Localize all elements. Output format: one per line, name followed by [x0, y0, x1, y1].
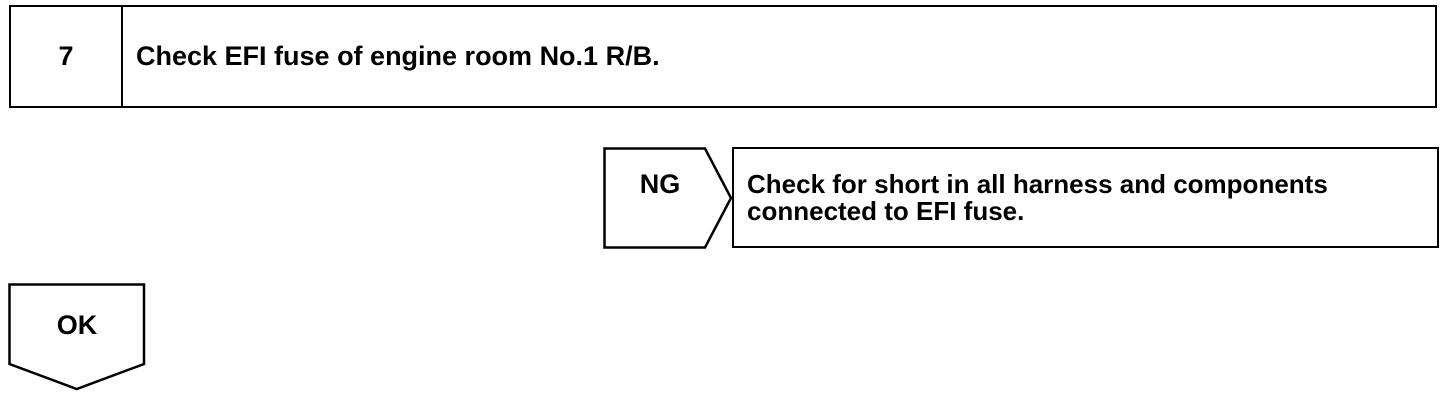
ng-label: NG [639, 168, 681, 199]
ng-result-box: Check for short in all harness and compo… [732, 147, 1439, 248]
step-number: 7 [11, 7, 123, 106]
step-box: 7 Check EFI fuse of engine room No.1 R/B… [9, 5, 1437, 108]
ng-arrow-shape [603, 147, 733, 249]
step-title: Check EFI fuse of engine room No.1 R/B. [136, 41, 660, 71]
ok-label: OK [56, 309, 98, 340]
ok-arrow-shape [8, 283, 146, 391]
ng-result-text: Check for short in all harness and compo… [747, 168, 1328, 226]
